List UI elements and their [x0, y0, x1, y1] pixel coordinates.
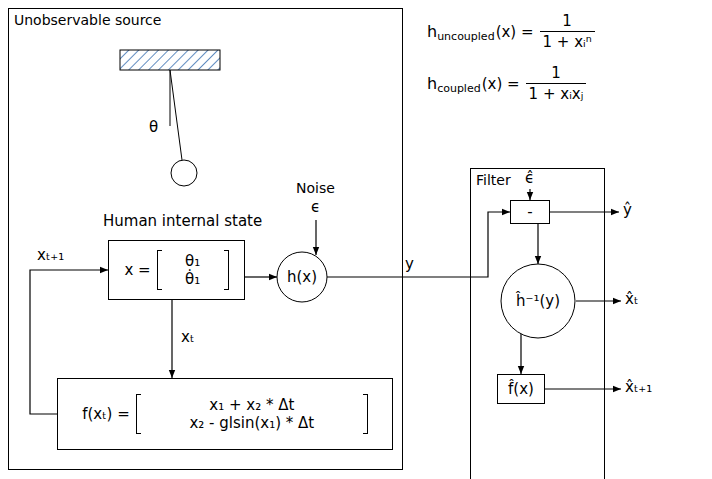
node-text: f(xₜ) =	[82, 405, 130, 423]
panel-title: Filter	[476, 172, 511, 188]
noise-estimate: ϵ̂	[525, 169, 534, 187]
matrix: x₁ + x₂ * Δtx₂ - glsin(x₁) * Δt	[136, 394, 368, 434]
reference-line	[170, 70, 171, 126]
matrix-entry: θ̇₁	[185, 270, 200, 288]
node-text: x =	[124, 261, 150, 279]
numerator: 1	[560, 12, 574, 31]
function-subscript: coupled	[437, 82, 481, 95]
edge-label: xₜ	[180, 328, 195, 346]
state-box: x = θ₁θ̇₁	[108, 240, 245, 300]
output-label: x̂ₜ	[625, 290, 638, 308]
denominator: 1 + xᵢxⱼ	[526, 83, 587, 103]
circle-shape	[501, 264, 575, 338]
noise-label: Noise	[296, 180, 335, 197]
function-argument: (x) =	[482, 75, 520, 93]
formula: hcoupled(x) = 11 + xᵢxⱼ	[427, 64, 586, 103]
node-text: f̂(x)	[508, 380, 534, 398]
output-arrow	[545, 388, 621, 389]
matrix-entry: x₁ + x₂ * Δt	[209, 396, 294, 414]
matrix-entry: θ₁	[185, 252, 200, 270]
observation-circle: h(x)	[276, 251, 328, 303]
fraction: 11 + xᵢⁿ	[540, 12, 595, 51]
output-arrow	[576, 300, 621, 301]
node-text: -	[527, 203, 532, 221]
noise-estimate-arrow	[529, 189, 530, 200]
node-text: ĥ⁻¹(y)	[516, 292, 560, 310]
bracket	[224, 250, 229, 290]
predict-box: f̂(x)	[497, 374, 545, 404]
inverse-circle: ĥ⁻¹(y)	[500, 263, 576, 339]
output-label: x̂ₜ₊₁	[625, 378, 652, 396]
formula: huncoupled(x) = 11 + xᵢⁿ	[427, 12, 595, 51]
connector	[520, 334, 521, 374]
output-label: ŷ	[623, 201, 632, 219]
output-arrow	[550, 211, 619, 212]
subtract-box: -	[510, 200, 550, 224]
section-label: Human internal state	[103, 212, 262, 230]
pendulum-rod	[170, 70, 182, 160]
node-text: h(x)	[287, 268, 317, 286]
bracket	[136, 394, 141, 434]
connector	[537, 224, 538, 264]
filter-panel: - ĥ⁻¹(y) f̂(x) Filter	[470, 168, 605, 479]
bracket	[363, 394, 368, 434]
matrix-entry: x₂ - glsin(x₁) * Δt	[189, 414, 314, 432]
connector	[171, 300, 172, 378]
source-panel: x = θ₁θ̇₁ h(x) f(xₜ) = x₁ + x₂ * Δtx₂ - glsi…	[8, 8, 403, 470]
panel-title: Unobservable source	[14, 12, 161, 28]
function-argument: (x) =	[496, 23, 534, 41]
fraction: 11 + xᵢxⱼ	[526, 64, 587, 103]
denominator: 1 + xᵢⁿ	[540, 31, 595, 51]
angle-label: θ	[149, 118, 158, 136]
circle-shape	[277, 252, 327, 302]
function-subscript: uncoupled	[437, 30, 494, 43]
edge-label: xₜ₊₁	[36, 246, 65, 264]
connector	[245, 276, 277, 277]
bracket	[157, 250, 162, 290]
matrix: θ₁θ̇₁	[157, 250, 229, 290]
transition-box: f(xₜ) = x₁ + x₂ * Δtx₂ - glsin(x₁) * Δt	[57, 378, 393, 450]
pendulum-support	[120, 50, 220, 70]
noise-arrow	[315, 220, 316, 255]
pendulum-bob	[171, 160, 197, 186]
numerator: 1	[549, 64, 563, 83]
noise-symbol: ϵ	[311, 198, 320, 216]
function-name: h	[427, 74, 437, 93]
function-name: h	[427, 22, 437, 41]
connector	[327, 212, 510, 277]
edge-label: y	[404, 255, 415, 273]
